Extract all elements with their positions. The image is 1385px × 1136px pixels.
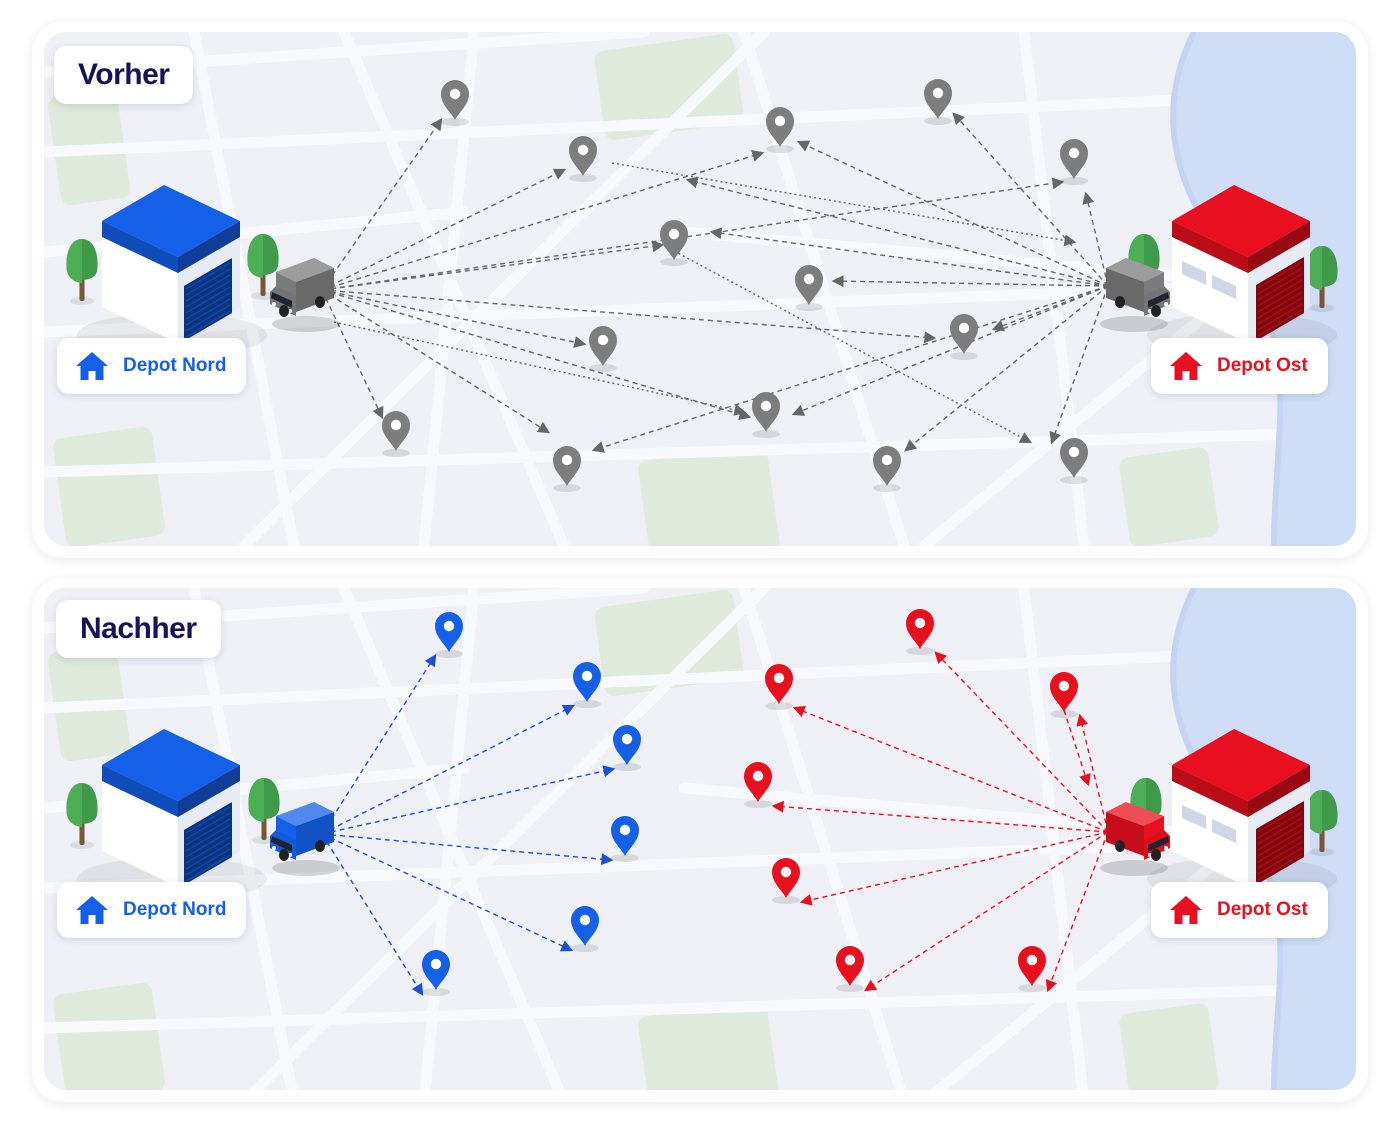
route-arrow — [1082, 191, 1109, 287]
panel-title: Vorher — [54, 46, 194, 104]
location-pin-icon — [766, 107, 794, 153]
after-routes — [321, 651, 1109, 997]
route-arrow — [799, 831, 1109, 906]
location-pin-icon — [795, 265, 823, 311]
delivery-van-icon — [270, 258, 340, 332]
route-arrow — [321, 765, 616, 835]
house-icon — [76, 896, 108, 924]
route-arrow — [796, 140, 1109, 287]
tree-icon — [1306, 790, 1338, 856]
route-arrow — [321, 289, 384, 420]
route-arrow — [321, 118, 443, 291]
route-arrow — [321, 168, 567, 291]
route-arrow — [685, 176, 1109, 287]
house-icon — [1170, 352, 1202, 380]
route-arrow — [321, 289, 752, 421]
before-route-map — [44, 32, 1356, 546]
panel-title: Nachher — [56, 600, 221, 658]
location-pin-icon — [772, 858, 800, 904]
location-pin-icon — [1018, 946, 1046, 992]
tree-icon — [1306, 246, 1338, 312]
after-map: Nachher Depot Nord Depot Ost — [44, 588, 1356, 1090]
route-arrow — [321, 833, 424, 997]
location-pin-icon — [744, 762, 772, 808]
location-pin-icon — [611, 816, 639, 862]
location-pin-icon — [1060, 438, 1088, 484]
route-arrow — [1063, 709, 1091, 787]
route-arrow — [321, 289, 937, 344]
route-arrow — [321, 653, 437, 835]
route-arrow — [321, 177, 1065, 291]
delivery-van-icon — [1100, 802, 1170, 876]
location-pin-icon — [553, 446, 581, 492]
route-arrow — [952, 112, 1109, 287]
route-arrow — [1076, 713, 1109, 833]
after-panel: Nachher Depot Nord Depot Ost — [32, 578, 1368, 1102]
after-route-map — [44, 588, 1356, 1090]
route-arrow — [321, 704, 576, 835]
route-arrow — [791, 285, 1109, 416]
house-icon — [76, 352, 108, 380]
depot-ost-label: Depot Ost — [1151, 882, 1328, 938]
house-icon — [1170, 896, 1202, 924]
before-routes — [321, 112, 1109, 453]
location-pin-icon — [573, 662, 601, 708]
route-arrow — [771, 800, 1109, 833]
location-pin-icon — [571, 906, 599, 952]
route-arrow — [321, 240, 665, 291]
location-pin-icon — [441, 80, 469, 126]
route-arrow — [831, 275, 1109, 288]
depot-ost-text: Depot Ost — [1217, 899, 1308, 920]
location-pin-icon — [906, 609, 934, 655]
location-pin-icon — [873, 446, 901, 492]
route-arrow — [1049, 285, 1109, 445]
route-arrow — [321, 150, 765, 291]
route-arrow — [321, 833, 614, 866]
route-arrow — [673, 250, 1033, 444]
after-stops — [422, 609, 1078, 996]
before-map: Vorher Depot Nord Depot Ost — [44, 32, 1356, 546]
location-pin-icon — [1060, 139, 1088, 185]
location-pin-icon — [765, 664, 793, 710]
route-arrow — [321, 833, 574, 952]
location-pin-icon — [422, 950, 450, 996]
location-pin-icon — [660, 220, 688, 266]
depot-nord-label: Depot Nord — [57, 338, 247, 394]
delivery-van-icon — [1100, 258, 1170, 332]
location-pin-icon — [589, 326, 617, 372]
location-pin-icon — [569, 136, 597, 182]
location-pin-icon — [752, 392, 780, 438]
tree-icon — [247, 234, 279, 300]
before-stops — [382, 79, 1088, 492]
location-pin-icon — [613, 725, 641, 771]
depot-ost-building — [1147, 729, 1337, 901]
before-panel: Vorher Depot Nord Depot Ost — [32, 22, 1368, 558]
location-pin-icon — [950, 314, 978, 360]
depot-ost-label: Depot Ost — [1151, 338, 1328, 394]
tree-icon — [66, 783, 98, 849]
depot-ost-text: Depot Ost — [1217, 355, 1308, 376]
depot-nord-label: Depot Nord — [57, 882, 247, 938]
route-arrow — [709, 227, 1109, 287]
route-arrow — [904, 285, 1109, 452]
route-arrow — [611, 162, 1077, 247]
route-arrow — [863, 831, 1109, 992]
location-pin-icon — [836, 946, 864, 992]
depot-nord-text: Depot Nord — [123, 355, 227, 376]
depot-nord-building — [77, 729, 267, 901]
delivery-van-icon — [270, 802, 340, 876]
route-arrow — [1045, 831, 1109, 993]
location-pin-icon — [435, 612, 463, 658]
tree-icon — [66, 239, 98, 305]
route-arrow — [792, 705, 1109, 833]
location-pin-icon — [1050, 672, 1078, 718]
depot-nord-text: Depot Nord — [123, 899, 227, 920]
location-pin-icon — [924, 79, 952, 125]
location-pin-icon — [382, 411, 410, 457]
